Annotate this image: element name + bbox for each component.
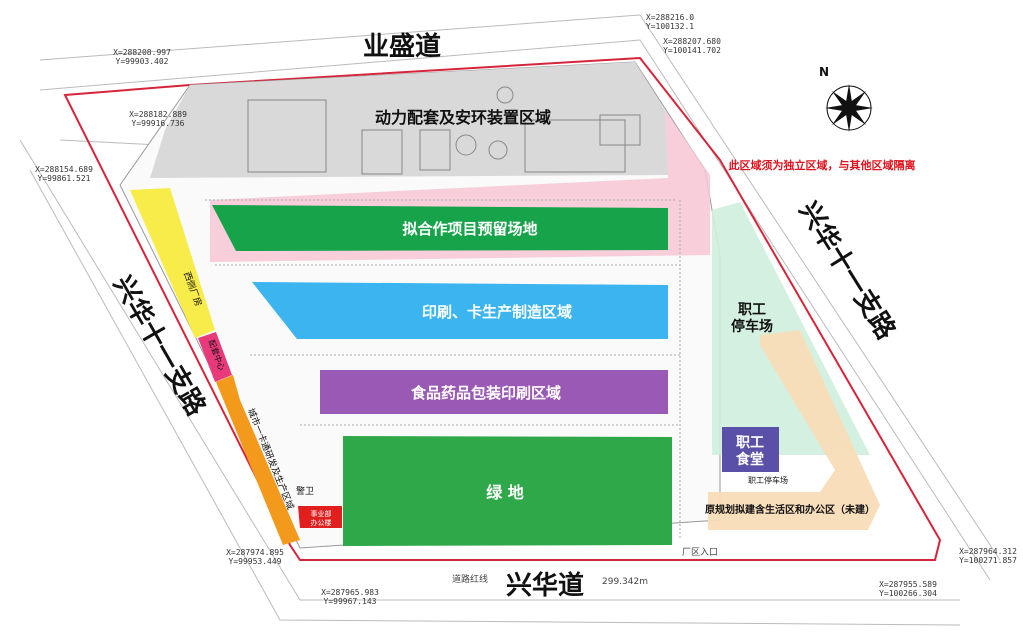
power-zone	[150, 62, 668, 178]
coord-x-4: X=288216.0	[646, 13, 694, 22]
coord-x-9: X=287955.589	[879, 580, 937, 589]
coord-x-2: X=288182.889	[129, 110, 187, 119]
card-rd-strip	[216, 375, 300, 545]
road-south-label: 兴华道	[506, 570, 584, 601]
coord-y-9: Y=100266.304	[879, 589, 937, 598]
coord-y-5: Y=100141.702	[663, 46, 721, 55]
coord-y-3: Y=99861.521	[38, 174, 91, 183]
compass-north-label: N	[819, 65, 829, 79]
coord-y-8: Y=100271.857	[959, 556, 1017, 565]
gate-label: 厂区入口	[682, 547, 718, 558]
printing-zone-label: 印刷、卡生产制造区域	[422, 303, 572, 321]
office-note-label: 原规划拟建含生活区和办公区（未建）	[705, 503, 875, 516]
internal-roads	[205, 199, 681, 540]
printing-zone	[252, 282, 668, 339]
red-block-label-line-2: 办公楼	[311, 518, 332, 527]
support-center-strip	[198, 332, 232, 382]
green-zone	[343, 436, 672, 546]
coord-y-4: Y=100132.1	[646, 22, 694, 31]
coord-y-2: Y=99916.736	[132, 119, 185, 128]
red-block-label-line-1: 事业部	[311, 509, 332, 518]
power-zone-label: 动力配套及安环装置区域	[375, 108, 551, 127]
coord-y-1: Y=99903.402	[116, 57, 169, 66]
site-boundary	[63, 56, 942, 561]
coord-x-7: X=287965.983	[321, 588, 379, 597]
food-zone-label: 食品药品包装印刷区域	[411, 384, 561, 402]
canteen-label-line-2: 食堂	[736, 451, 764, 468]
west-building-strip	[130, 188, 215, 338]
division-office-block	[298, 506, 342, 528]
staff-parking-label-line-1: 职工	[738, 302, 766, 318]
isolation-note: 此区域须为独立区域，与其他区域隔离	[729, 158, 916, 172]
canteen-parking-label: 职工停车场	[748, 475, 788, 485]
coord-y-6: Y=99953.449	[229, 557, 282, 566]
reserved-zone	[212, 205, 668, 251]
coord-x-8: X=287964.312	[959, 547, 1017, 556]
staff-parking-zone	[712, 202, 870, 455]
office-zone	[708, 330, 880, 530]
food-zone	[320, 370, 668, 414]
coord-x-1: X=288208.997	[113, 48, 171, 57]
green-zone-label: 绿 地	[486, 483, 524, 502]
staff-parking-label-line-2: 停车场	[731, 318, 773, 335]
canteen-block	[722, 427, 779, 472]
compass: N	[819, 65, 873, 132]
reserved-zone-label: 拟合作项目预留场地	[402, 220, 537, 238]
road-lines	[19, 14, 1001, 626]
road-north-label: 业盛道	[363, 31, 441, 62]
dimension-label: 299.342m	[602, 577, 648, 587]
canteen-label-line-1: 职工	[736, 435, 764, 451]
road-line-label: 道路红线	[452, 573, 488, 585]
coord-x-6: X=287974.895	[226, 548, 284, 557]
coord-x-5: X=288207.680	[663, 37, 721, 46]
guard-label: 警卫	[296, 485, 314, 497]
coord-y-7: Y=99967.143	[324, 597, 377, 606]
coord-x-3: X=288154.689	[35, 165, 93, 174]
power-buildings	[247, 86, 641, 175]
